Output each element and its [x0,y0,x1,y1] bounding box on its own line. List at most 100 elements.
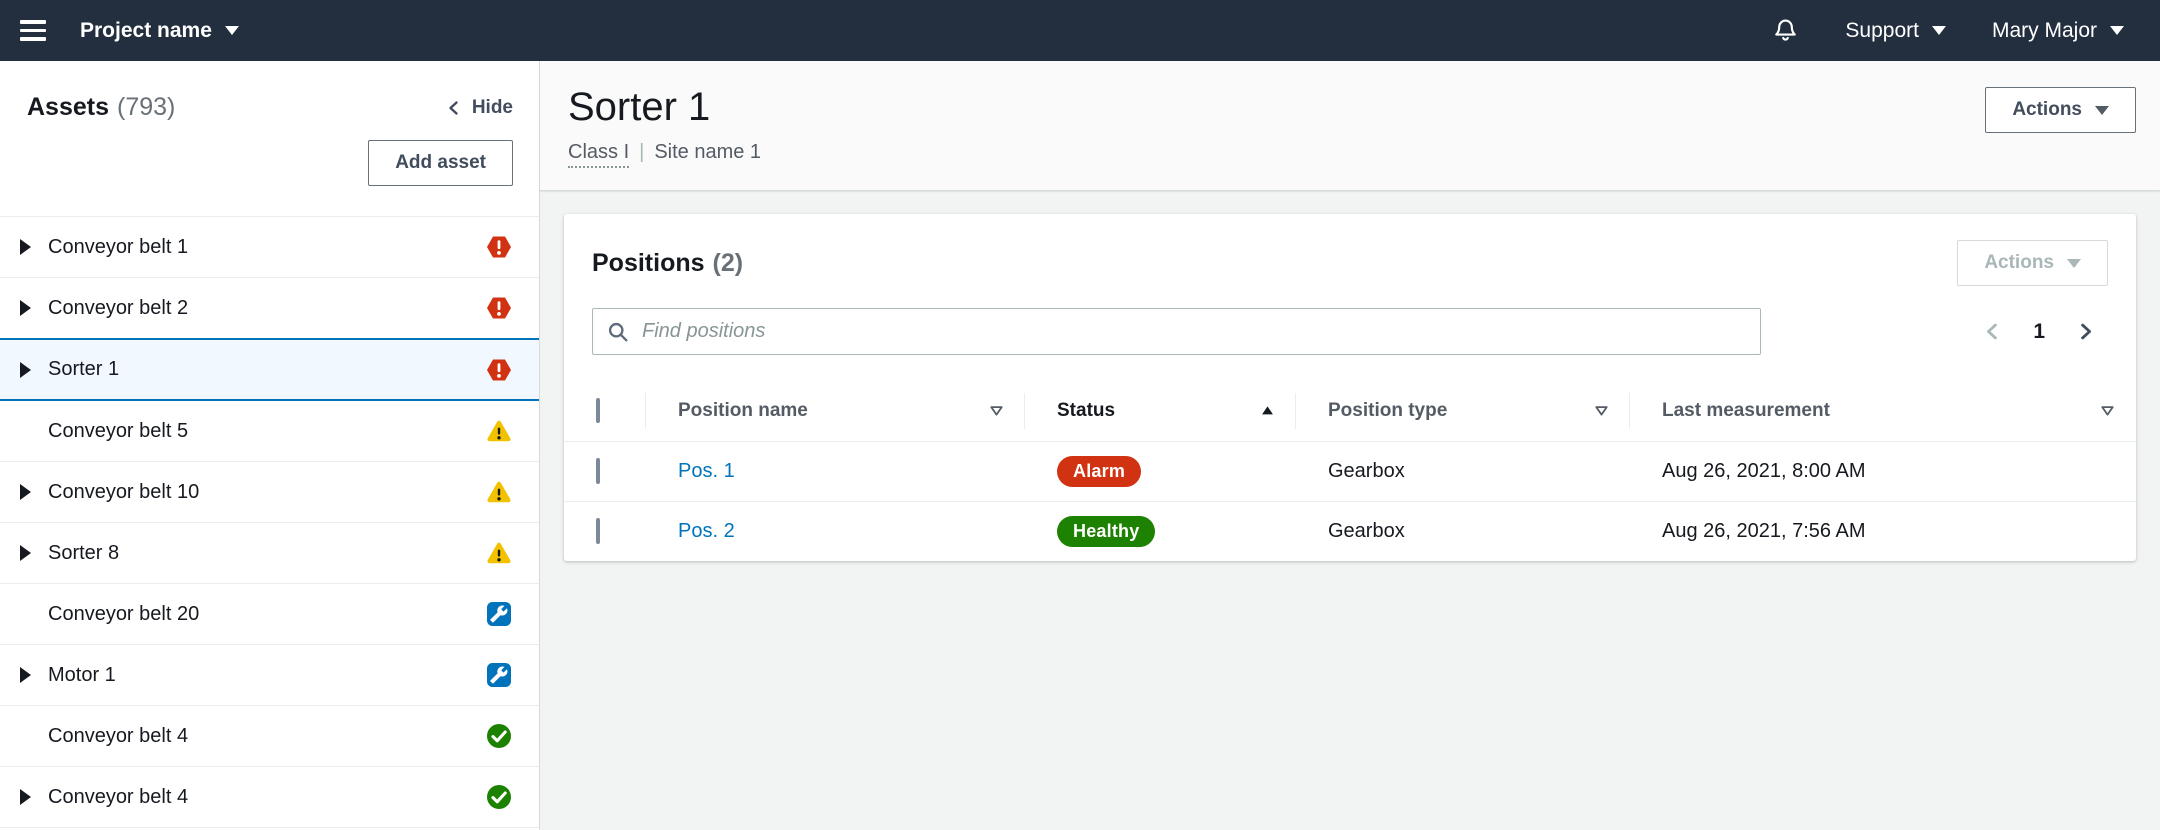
row-checkbox[interactable] [596,517,600,544]
assets-sidebar: Assets (793) Hide Add asset Conveyor bel… [0,61,540,830]
bell-icon [1775,19,1797,41]
column-header-position-name[interactable]: Position name [646,381,1025,442]
row-checkbox[interactable] [596,457,600,484]
site-name-label: Site name 1 [654,141,762,163]
column-header-status[interactable]: Status [1025,381,1296,442]
page-title: Sorter 1 [568,85,711,129]
asset-label: Conveyor belt 4 [48,724,189,747]
positions-table: Position name Status Position type Last mea… [564,381,2136,561]
app-layout: Assets (793) Hide Add asset Conveyor bel… [0,61,2160,830]
warning-status-icon [485,478,513,506]
positions-actions-button[interactable]: Actions [1957,240,2108,286]
alarm-status-icon [485,233,513,261]
expand-caret-icon[interactable] [20,239,35,255]
table-header-row: Position name Status Position type Last mea… [564,381,2136,442]
expand-caret-icon[interactable] [20,667,35,683]
positions-panel: Positions (2) Actions [564,214,2136,561]
top-navbar: Project name Support Mary Major [0,0,2160,61]
chevron-down-icon [224,26,239,35]
actions-label: Actions [1984,252,2054,273]
sidebar-item-conveyor-belt-4[interactable]: Conveyor belt 4 [0,767,539,828]
asset-label: Sorter 1 [48,358,120,380]
sort-ascending-icon [1259,402,1276,419]
column-header-last-measurement[interactable]: Last measurement [1630,381,2136,442]
add-asset-button[interactable]: Add asset [368,140,513,186]
last-measurement-cell: Aug 26, 2021, 7:56 AM [1662,519,1866,542]
hide-panel-button[interactable]: Hide [445,97,513,119]
position-link[interactable]: Pos. 1 [678,459,735,482]
asset-label: Conveyor belt 1 [48,235,189,258]
chevron-down-icon [2067,258,2081,268]
asset-label: Conveyor belt 20 [48,602,200,625]
sidebar-item-conveyor-belt-10[interactable]: Conveyor belt 10 [0,462,539,523]
column-header-position-type[interactable]: Position type [1296,381,1630,442]
alarm-status-icon [485,294,513,322]
healthy-status-icon [485,722,513,750]
user-dropdown[interactable]: Mary Major [1992,19,2124,43]
asset-label: Conveyor belt 10 [48,480,200,503]
project-name-dropdown[interactable]: Project name [80,19,239,43]
asset-label: Conveyor belt 2 [48,296,189,319]
chevron-down-icon [2110,26,2124,35]
sidebar-item-conveyor-belt-5[interactable]: Conveyor belt 5 [0,401,539,462]
sortable-icon [988,402,1005,419]
asset-list: Conveyor belt 1 Conveyor belt 2 Sorter 1 Co… [0,216,539,830]
sidebar-item-sorter-8[interactable]: Sorter 8 [0,523,539,584]
position-type-cell: Gearbox [1328,519,1405,542]
asset-label: Conveyor belt 4 [48,785,189,808]
main-content: Sorter 1 Class I|Site name 1 Actions Pos… [540,61,2160,830]
chevron-down-icon [2095,105,2109,115]
column-label: Status [1057,399,1116,421]
sortable-icon [2099,402,2116,419]
position-link[interactable]: Pos. 2 [678,519,735,542]
select-all-checkbox[interactable] [596,397,600,423]
assets-title: Assets [27,93,109,121]
sidebar-item-conveyor-belt-1[interactable]: Conveyor belt 1 [0,217,539,278]
sidebar-item-conveyor-belt-20[interactable]: Conveyor belt 20 [0,584,539,645]
support-dropdown[interactable]: Support [1845,19,1946,43]
row-checkbox-cell [564,441,646,502]
position-type-cell: Gearbox [1296,441,1630,502]
chevron-left-icon [1987,323,1998,340]
column-label: Position type [1328,399,1448,421]
positions-count: (2) [712,248,744,277]
next-page-button[interactable] [2075,321,2096,342]
warning-status-icon [485,417,513,445]
notifications-bell-button[interactable] [1772,17,1799,44]
project-name-label: Project name [80,18,212,42]
expand-caret-icon[interactable] [20,300,35,316]
sidebar-item-sorter-1[interactable]: Sorter 1 [0,338,539,401]
support-label: Support [1845,18,1919,42]
previous-page-button[interactable] [1982,321,2003,342]
column-label: Position name [678,399,808,421]
hamburger-menu-icon[interactable] [16,14,50,47]
table-row: Pos. 2 Healthy Gearbox Aug 26, 2021, 7:56 A… [564,501,2136,561]
pagination: 1 [1982,320,2108,344]
chevron-down-icon [1931,26,1946,35]
chevron-left-icon [449,100,458,115]
row-checkbox-cell [564,501,646,561]
find-positions-input[interactable] [640,319,1746,344]
page-subtitle: Class I|Site name 1 [568,141,762,168]
expand-caret-icon[interactable] [20,545,35,561]
asset-label: Conveyor belt 5 [48,419,189,442]
last-measurement-cell: Aug 26, 2021, 8:00 AM [1630,441,2136,502]
sidebar-item-conveyor-belt-2[interactable]: Conveyor belt 2 [0,278,539,339]
search-box [592,308,1761,355]
column-label: Last measurement [1662,399,1830,421]
page-actions-button[interactable]: Actions [1985,87,2136,133]
asset-class-tooltip[interactable]: Class I [568,141,630,168]
sidebar-item-motor-1[interactable]: Motor 1 [0,645,539,706]
expand-caret-icon[interactable] [20,789,35,805]
expand-caret-icon[interactable] [20,484,35,500]
maintenance-status-icon [485,661,513,689]
select-all-header-cell [564,381,646,442]
sidebar-item-conveyor-belt-4[interactable]: Conveyor belt 4 [0,706,539,767]
hide-label: Hide [471,96,513,118]
expand-caret-icon[interactable] [20,361,35,378]
status-cell: Healthy [1025,501,1296,561]
status-badge: Healthy [1057,515,1156,547]
asset-label: Sorter 8 [48,541,120,564]
alarm-status-icon [485,356,513,384]
